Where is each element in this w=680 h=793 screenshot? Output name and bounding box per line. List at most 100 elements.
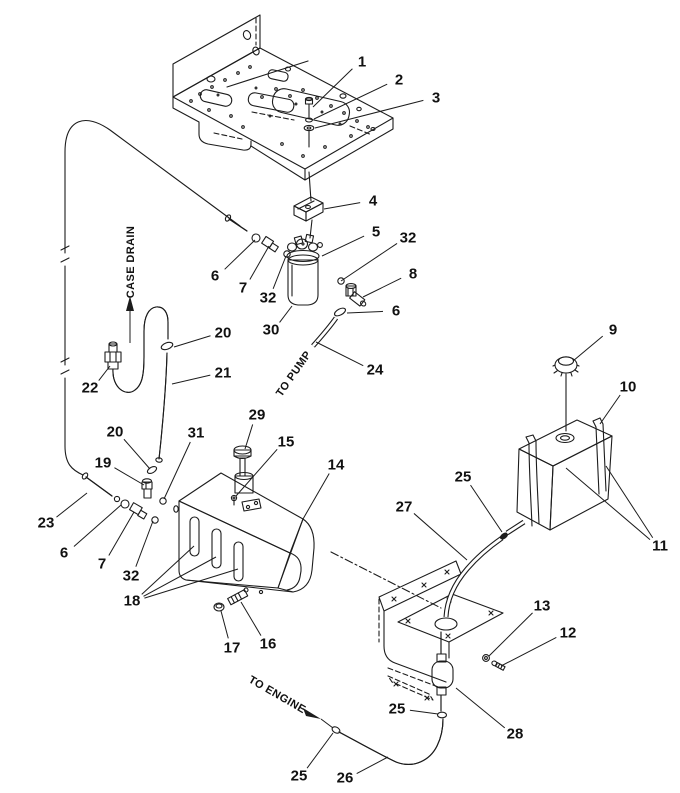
callout-20: 20 [215, 325, 232, 342]
callout-25: 25 [389, 701, 406, 718]
tank-inlet-fittings [120, 465, 179, 524]
hose-hole [434, 617, 458, 631]
leader-line-26 [356, 756, 389, 775]
bolt-17 [213, 602, 225, 612]
callout-11: 11 [652, 538, 668, 555]
leader-line-32 [340, 242, 398, 282]
plate-holes [189, 65, 376, 158]
leader-line-20 [123, 438, 151, 470]
callout-29: 29 [249, 407, 266, 424]
leader-line-7 [249, 245, 270, 280]
callout-7: 7 [98, 556, 106, 573]
flow-arrow-icon [303, 708, 321, 719]
callout-5: 5 [372, 224, 380, 241]
callout-25: 25 [291, 768, 308, 785]
leader-line-8 [362, 277, 402, 298]
hose-clamp-20a [160, 341, 174, 351]
callout-9: 9 [609, 322, 617, 339]
flow-label-to-pump: TO PUMP [274, 349, 314, 399]
dipstick-stem [239, 457, 246, 477]
leader-line-32 [135, 520, 154, 567]
stud-16 [227, 589, 249, 606]
reserve-tank [516, 356, 613, 531]
leader-line-3 [314, 99, 424, 129]
assembly-centerline [330, 551, 442, 609]
leader-line-18 [144, 568, 239, 599]
leader-line-25 [470, 484, 503, 533]
leader-line-4 [323, 202, 361, 210]
filter-canister [287, 254, 319, 306]
return-hose [443, 519, 526, 618]
callout-23: 23 [38, 515, 55, 532]
leader-line-24 [315, 341, 364, 367]
leader-line-6 [346, 310, 384, 314]
leader-line-16 [240, 601, 262, 636]
tank-mount-tab [241, 498, 262, 512]
callout-7: 7 [239, 280, 247, 297]
screw-15 [230, 494, 238, 502]
filler-neck [555, 432, 575, 444]
callout-10: 10 [620, 379, 637, 396]
callout-leaders [56, 68, 654, 775]
inline-filter-28 [431, 660, 454, 689]
mounting-plate [172, 14, 394, 181]
nut-6c [120, 499, 130, 509]
o-ring-32a [337, 277, 345, 285]
washer-13 [482, 654, 490, 662]
callout-14: 14 [328, 457, 345, 474]
pump-hose-clamp [333, 307, 347, 317]
callout-16: 16 [260, 636, 277, 653]
callout-24: 24 [367, 362, 384, 379]
filler-neck [234, 475, 254, 494]
leader-line-30 [279, 305, 293, 323]
flow-label-to-engine: TO ENGINE [246, 674, 307, 716]
o-ring-32b [283, 250, 291, 258]
leader-line-25 [409, 709, 439, 715]
straight-fitting-7 [261, 235, 279, 253]
hose-clamp-25b [436, 711, 448, 719]
inline-filter-assembly [331, 631, 454, 765]
callout-25: 25 [455, 469, 472, 486]
leader-line-11 [605, 465, 654, 538]
leader-line-14 [302, 473, 330, 520]
callout-18: 18 [124, 593, 141, 610]
tank-strap [592, 417, 607, 495]
hydraulic-tank [178, 445, 442, 612]
o-ring-32c [151, 516, 159, 524]
suction-hose [60, 120, 241, 503]
o-ring-31 [159, 497, 167, 505]
leader-line-18 [143, 556, 217, 597]
hose-clamp-25a [499, 532, 509, 540]
leader-line-13 [488, 612, 533, 657]
leader-line-6 [224, 239, 256, 270]
callout-1: 1 [358, 54, 366, 71]
leader-line-22 [98, 365, 111, 381]
leader-line-2 [313, 83, 388, 120]
flow-label-case-drain: CASE DRAIN [125, 226, 137, 298]
leader-line-19 [114, 467, 145, 486]
mounting-bolt-stack [303, 96, 315, 202]
hose-to-pump [311, 316, 339, 348]
leader-line-25 [306, 732, 334, 769]
callout-32: 32 [123, 568, 140, 585]
flow-arrow-shaft [320, 718, 334, 729]
leader-line-5 [321, 235, 365, 257]
callout-26: 26 [337, 770, 354, 787]
leader-line-18 [141, 545, 195, 595]
callout-6: 6 [60, 545, 68, 562]
leader-line-15 [235, 449, 278, 497]
callout-31: 31 [188, 425, 205, 442]
tank-slot [233, 541, 244, 582]
leader-line-1 [312, 68, 353, 108]
callout-27: 27 [396, 499, 413, 516]
callout-30: 30 [263, 322, 280, 339]
filter-bracket [293, 196, 324, 222]
callout-22: 22 [82, 380, 99, 397]
bracket-fasteners [482, 654, 506, 671]
callout-8: 8 [409, 266, 417, 283]
flow-arrow-icon [126, 296, 134, 311]
leader-line-17 [220, 610, 229, 639]
